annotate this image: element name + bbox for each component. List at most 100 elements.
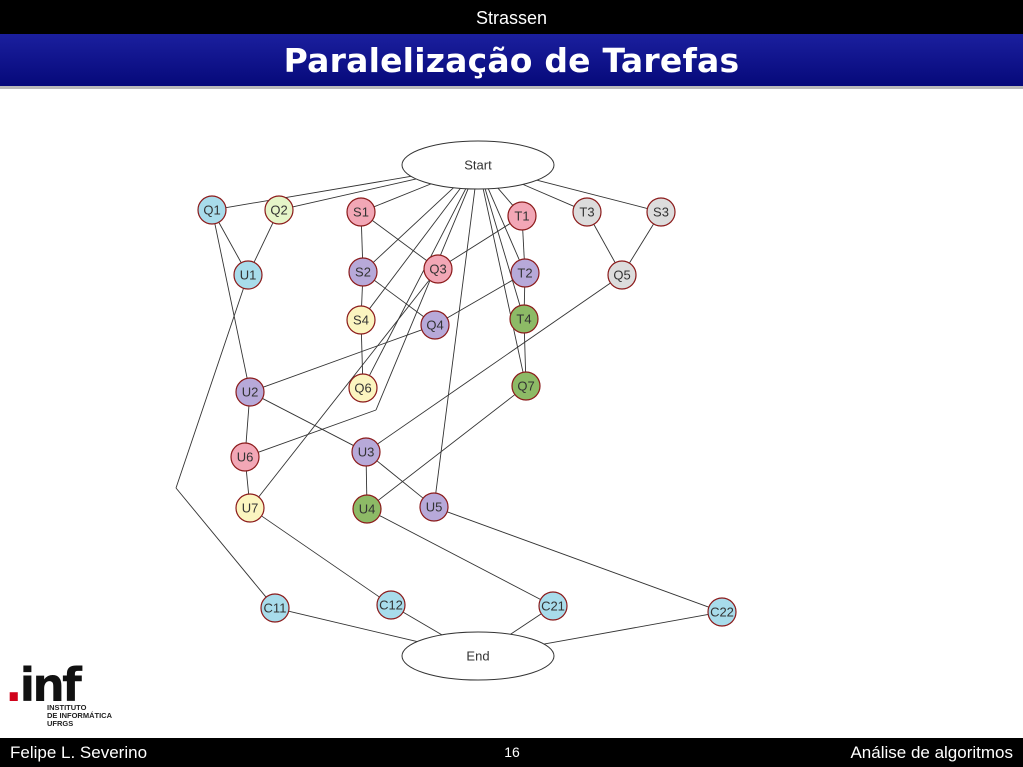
node-q4: Q4: [420, 310, 450, 340]
edge-s1-s2: [361, 225, 363, 259]
edge-c22-end: [543, 614, 709, 645]
edge-start-u6: [375, 188, 469, 411]
node-t1: T1: [507, 201, 537, 231]
edge-start-t2: [487, 188, 520, 261]
logo-line-ufrgs: UFRGS: [47, 719, 74, 728]
edge-t1-t2: [522, 229, 525, 260]
node-label-start: Start: [464, 157, 492, 172]
edge-s4-q6: [360, 333, 364, 375]
slide-title: Paralelização de Tarefas: [0, 34, 1023, 89]
node-shape-c12: [376, 590, 406, 620]
node-c21: C21: [538, 591, 568, 621]
edge-c21-end: [510, 613, 542, 635]
edge-u3-u4: [365, 465, 368, 496]
node-shape-t4: [509, 304, 539, 334]
node-shape-q5: [607, 260, 637, 290]
node-label-u4: U4: [359, 501, 376, 516]
node-c22: C22: [707, 597, 737, 627]
edge-start-s4: [369, 188, 461, 310]
node-shape-s1: [346, 197, 376, 227]
edge-u6-u7: [245, 470, 250, 495]
node-shape-u2: [235, 377, 265, 407]
node-label-u2: U2: [242, 384, 259, 399]
node-label-c22: C22: [710, 604, 734, 619]
node-shape-t2: [510, 258, 540, 288]
edge-t4-q7: [523, 332, 527, 373]
node-q7: Q7: [511, 371, 541, 401]
edge-q1-u2: [214, 223, 248, 379]
edge-q3-u7: [258, 279, 430, 498]
node-shape-start: [401, 140, 555, 190]
edge-start-t3: [522, 183, 575, 207]
edge-start-t4: [484, 188, 521, 306]
node-label-t1: T1: [514, 208, 529, 223]
edge-t1-q3: [449, 223, 511, 262]
edge-q7-u4: [377, 394, 516, 501]
edge-q4-u2: [263, 329, 422, 388]
footer-course: Análise de algoritmos: [850, 743, 1013, 762]
edge-start-q6: [369, 188, 467, 376]
node-u5: U5: [419, 492, 449, 522]
node-label-q1: Q1: [203, 202, 220, 217]
edge-c12-end: [402, 611, 443, 636]
edge-start-q7: [482, 188, 524, 373]
edge-t2-q4: [446, 279, 514, 319]
node-t2: T2: [510, 258, 540, 288]
node-label-q4: Q4: [426, 317, 443, 332]
node-label-u5: U5: [426, 499, 443, 514]
node-shape-q4: [420, 310, 450, 340]
node-u2: U2: [235, 377, 265, 407]
node-label-q3: Q3: [429, 261, 446, 276]
node-shape-c11: [260, 593, 290, 623]
node-shape-t3: [572, 197, 602, 227]
node-shape-end: [401, 631, 555, 681]
edge-start-u5: [435, 188, 476, 494]
node-shape-u1: [233, 260, 263, 290]
graph-edges: [175, 175, 710, 645]
node-label-q2: Q2: [270, 202, 287, 217]
node-shape-u6: [230, 442, 260, 472]
node-u4: U4: [352, 494, 382, 524]
node-shape-c22: [707, 597, 737, 627]
edge-s2-s4: [361, 285, 363, 307]
node-shape-s4: [346, 305, 376, 335]
edge-s3-q5: [628, 223, 655, 264]
node-label-s3: S3: [653, 204, 669, 219]
node-shape-t1: [507, 201, 537, 231]
edge-q5-u3: [377, 282, 611, 445]
node-shape-c21: [538, 591, 568, 621]
edge-q1-u1: [218, 222, 242, 263]
node-label-end: End: [466, 648, 489, 663]
node-u1: U1: [233, 260, 263, 290]
node-u7: U7: [235, 493, 265, 523]
edge-start-s1: [373, 183, 432, 208]
node-shape-q2: [264, 195, 294, 225]
node-c11: C11: [260, 593, 290, 623]
edge-s1-q3: [371, 219, 428, 262]
node-shape-s2: [348, 257, 378, 287]
node-label-s4: S4: [353, 312, 369, 327]
node-end: End: [401, 631, 555, 681]
node-label-c21: C21: [541, 598, 565, 613]
node-shape-s3: [646, 197, 676, 227]
node-shape-q7: [511, 371, 541, 401]
footer-author: Felipe L. Severino: [10, 743, 148, 762]
edge-u1-c11: [175, 288, 244, 489]
edge-u5-c22: [446, 511, 710, 608]
edge-start-q2: [292, 178, 417, 208]
node-label-q6: Q6: [354, 380, 371, 395]
node-label-q5: Q5: [613, 267, 630, 282]
edge-u3-u5: [376, 460, 424, 499]
node-label-c11: C11: [264, 600, 287, 615]
edge-s2-q4: [374, 279, 424, 318]
edge-start-q1: [225, 175, 412, 209]
edge-u1-c11: [175, 487, 267, 598]
node-shape-q1: [197, 195, 227, 225]
edge-u2-u3: [262, 398, 354, 446]
footer-page-number: 16: [504, 744, 520, 760]
node-label-s2: S2: [355, 264, 371, 279]
node-label-s1: S1: [353, 204, 369, 219]
node-q6: Q6: [348, 373, 378, 403]
